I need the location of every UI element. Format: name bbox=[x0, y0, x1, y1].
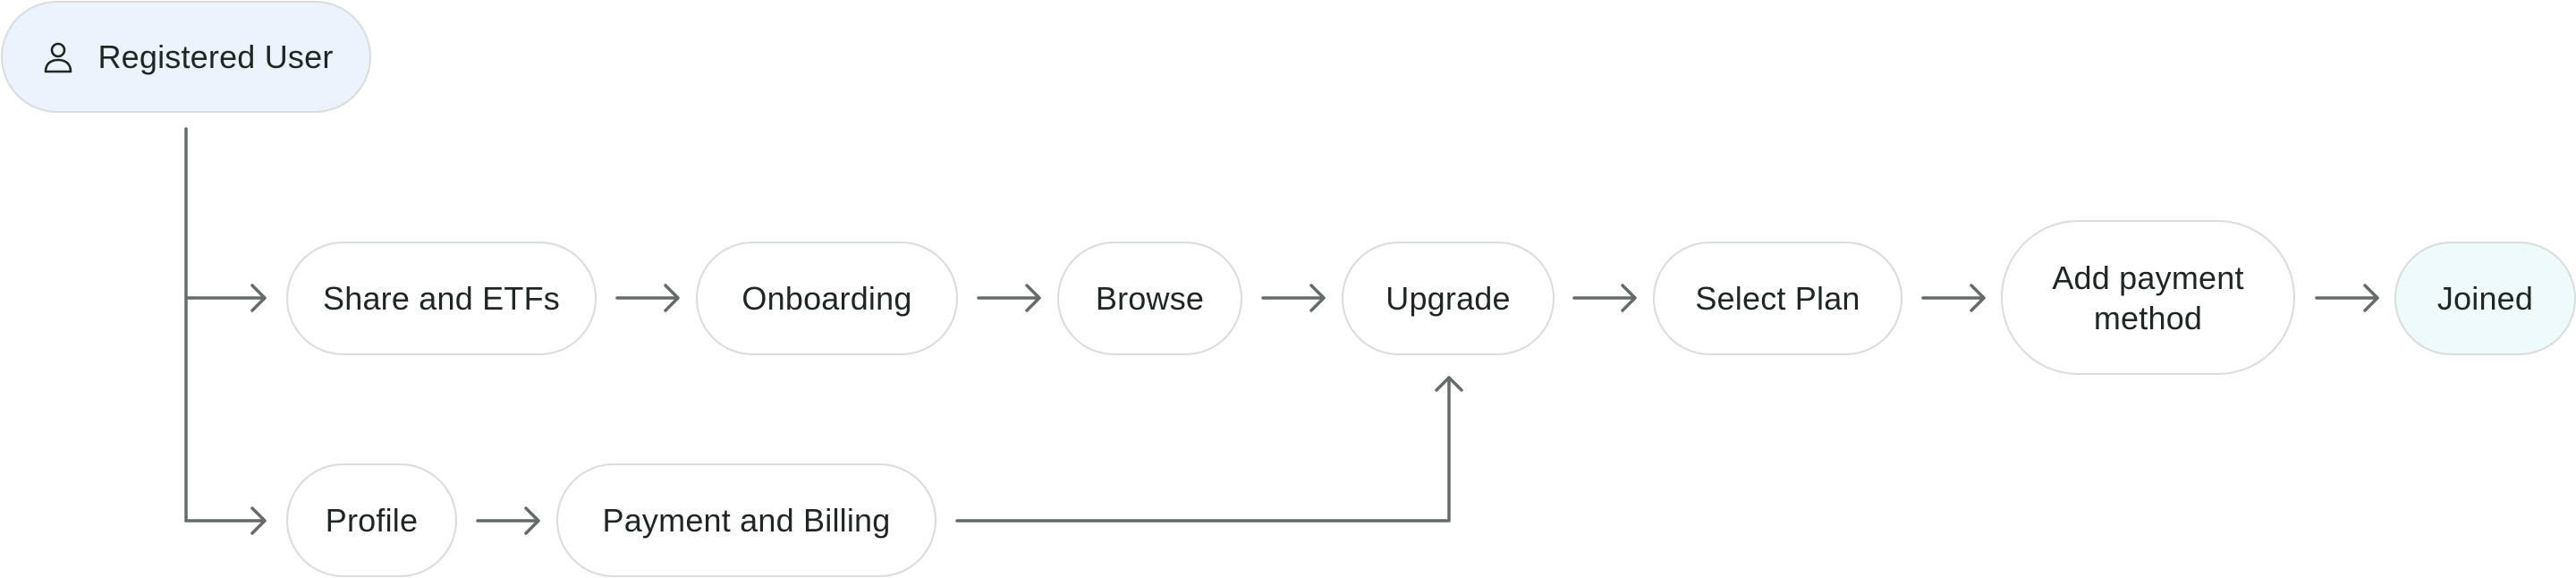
node-share-and-etfs[interactable]: Share and ETFs bbox=[286, 242, 597, 355]
node-select-plan[interactable]: Select Plan bbox=[1653, 242, 1902, 355]
node-label: Onboarding bbox=[741, 280, 912, 317]
node-label: Joined bbox=[2436, 280, 2534, 317]
node-browse[interactable]: Browse bbox=[1057, 242, 1242, 355]
arrow-payment-joined bbox=[2315, 284, 2379, 312]
node-label: Add payment method bbox=[2052, 259, 2244, 336]
arrow-onboarding-browse bbox=[977, 284, 1041, 312]
node-payment-and-billing[interactable]: Payment and Billing bbox=[556, 463, 936, 577]
arrow-upgrade-select bbox=[1572, 284, 1637, 312]
node-joined[interactable]: Joined bbox=[2394, 242, 2576, 355]
node-label: Profile bbox=[325, 502, 419, 539]
node-label: Browse bbox=[1095, 280, 1205, 317]
node-registered-user[interactable]: Registered User bbox=[1, 1, 371, 113]
node-label: Select Plan bbox=[1695, 280, 1860, 317]
node-upgrade[interactable]: Upgrade bbox=[1342, 242, 1555, 355]
node-onboarding[interactable]: Onboarding bbox=[696, 242, 958, 355]
arrow-share-onboarding bbox=[615, 284, 680, 312]
node-label: Registered User bbox=[97, 38, 334, 75]
arrow-to-profile bbox=[184, 506, 267, 535]
node-profile[interactable]: Profile bbox=[286, 463, 457, 577]
arrow-browse-upgrade bbox=[1261, 284, 1326, 312]
node-add-payment-method[interactable]: Add payment method bbox=[2001, 220, 2295, 375]
user-icon bbox=[38, 38, 78, 77]
arrow-to-share bbox=[184, 284, 267, 312]
arrow-select-payment bbox=[1921, 284, 1986, 312]
node-label: Upgrade bbox=[1385, 280, 1511, 317]
node-label: Payment and Billing bbox=[602, 502, 891, 539]
arrow-billing-upgrade bbox=[955, 376, 1463, 523]
arrow-profile-billing bbox=[476, 506, 540, 535]
node-label: Share and ETFs bbox=[323, 280, 560, 317]
